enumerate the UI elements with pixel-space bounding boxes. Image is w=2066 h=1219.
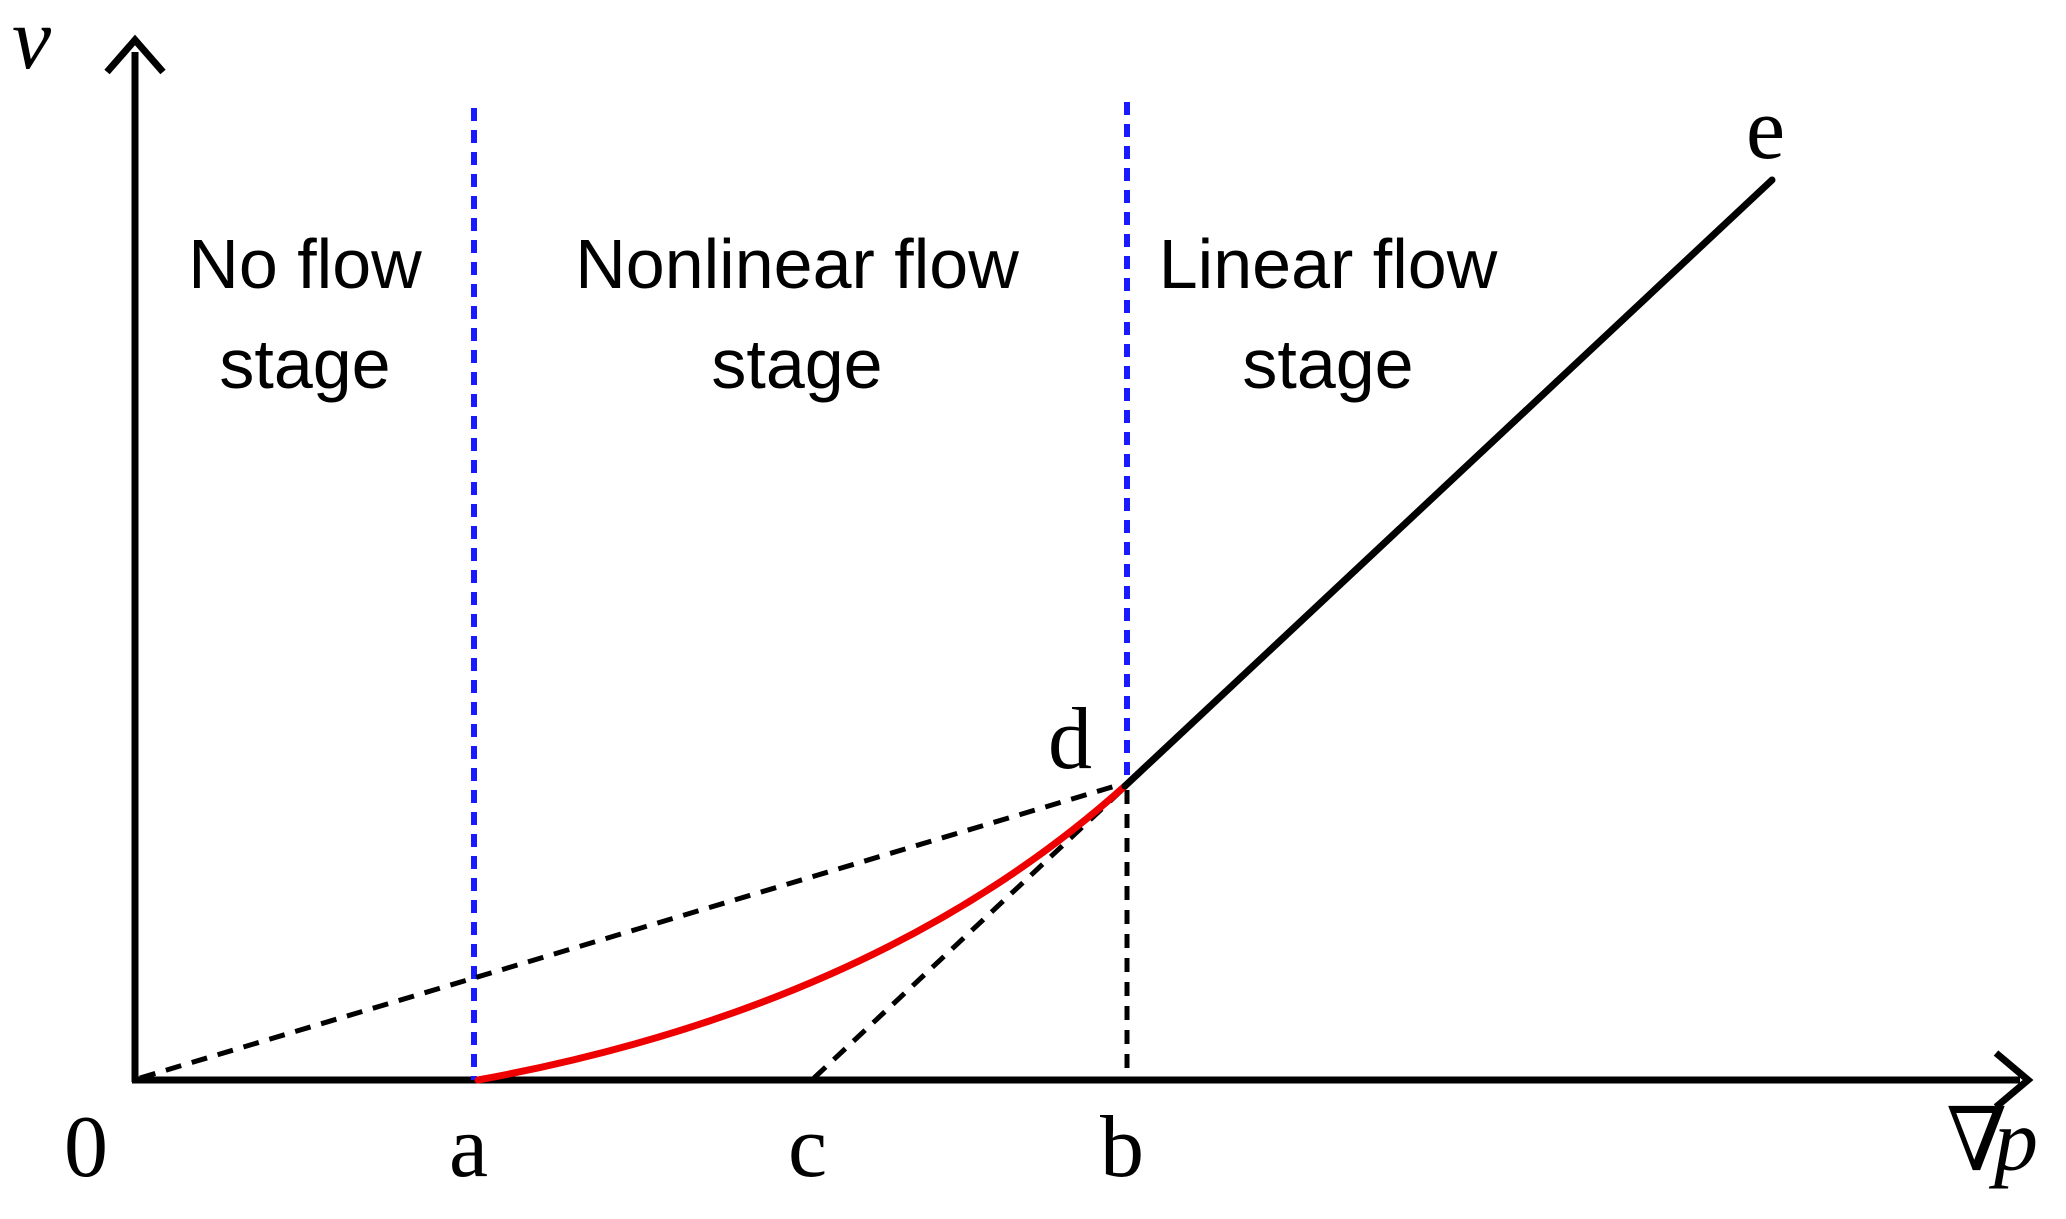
- linear-flow-stage-line2: stage: [1242, 325, 1413, 403]
- x-axis-arrowhead: [1993, 1050, 2034, 1110]
- no-flow-stage-line1: No flow: [188, 225, 422, 303]
- linear-flow-line: [1121, 176, 1776, 790]
- y-axis-label: v: [12, 0, 52, 88]
- dashed-line-c-to-d: [812, 788, 1124, 1080]
- point-label-b: b: [1100, 1099, 1144, 1196]
- origin-label: 0: [64, 1099, 108, 1196]
- dashed-line-origin-to-d: [139, 781, 1123, 1081]
- x-axis-label-nabla: ∇: [1946, 1093, 2007, 1190]
- no-flow-stage-line2: stage: [219, 325, 390, 403]
- x-axis-label-p: p: [1988, 1093, 2038, 1190]
- linear-flow-stage-line1: Linear flow: [1159, 225, 1498, 303]
- point-label-d: d: [1048, 691, 1092, 788]
- point-label-e: e: [1746, 81, 1785, 178]
- point-label-c: c: [788, 1099, 827, 1196]
- nonlinear-flow-stage-line1: Nonlinear flow: [575, 225, 1019, 303]
- nonlinear-flow-curve: [474, 782, 1129, 1084]
- nonlinear-flow-stage-line2: stage: [711, 325, 882, 403]
- point-label-a: a: [449, 1099, 488, 1196]
- y-axis-arrowhead: [104, 34, 166, 75]
